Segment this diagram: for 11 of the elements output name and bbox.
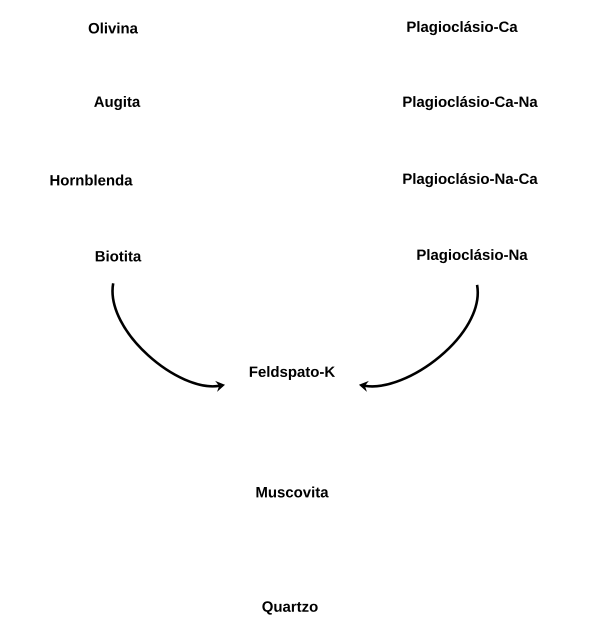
mineral-label: Hornblenda: [50, 174, 133, 186]
mineral-label: Olivina: [88, 22, 138, 34]
mineral-label: Augita: [94, 96, 140, 110]
mineral-label: Plagioclásio-Ca: [407, 20, 518, 36]
mineral-label: Muscovita: [256, 486, 329, 498]
mineral-label: Biotita: [96, 250, 142, 262]
mineral-label: Feldspato-K: [250, 366, 336, 380]
mineral-label: Plagioclásio-Na: [417, 248, 528, 264]
mineral-label: Plagioclásio-Ca-Na: [403, 96, 538, 110]
mineral-label: Plagioclásio-Na-Ca: [403, 172, 538, 188]
mineral-label: Quartzo: [262, 601, 318, 615]
